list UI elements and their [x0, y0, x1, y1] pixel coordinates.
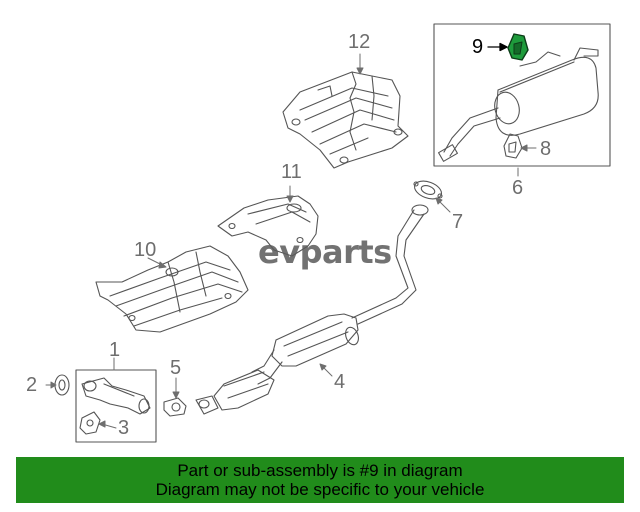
callout-5: 5: [170, 357, 182, 379]
callout-8: 8: [540, 138, 552, 160]
gasket-part-2: [54, 374, 70, 396]
callout-4: 4: [334, 371, 346, 393]
banner-line-1: Part or sub-assembly is #9 in diagram: [177, 461, 463, 480]
hanger-part-9: [507, 33, 529, 61]
watermark-logo: evparts: [258, 236, 392, 268]
front-pipe-assembly-box: [75, 369, 157, 443]
banner-line-2: Diagram may not be specific to your vehi…: [155, 480, 485, 499]
callout-12: 12: [348, 31, 371, 53]
callout-6: 6: [512, 177, 524, 199]
callout-7: 7: [452, 211, 464, 233]
center-pipe-part-4: [195, 204, 429, 415]
gasket-part-5: [163, 397, 187, 417]
callout-9: 9: [472, 36, 484, 58]
callout-1: 1: [109, 339, 121, 361]
callout-2: 2: [26, 374, 38, 396]
watermark-text: evparts: [258, 233, 392, 271]
heat-shield-12: [282, 71, 409, 169]
gasket-part-7: [413, 180, 443, 200]
hanger-part-8: [503, 133, 523, 159]
callout-11: 11: [281, 161, 302, 183]
heat-shield-10: [95, 245, 249, 333]
heat-shield-11: [217, 195, 319, 257]
leader-lines: [45, 53, 537, 429]
muffler-assembly-box: [433, 23, 611, 167]
leader-line-9: [487, 42, 508, 52]
callout-10: 10: [134, 239, 157, 261]
callout-3: 3: [118, 417, 130, 439]
info-banner: Part or sub-assembly is #9 in diagram Di…: [16, 457, 624, 503]
